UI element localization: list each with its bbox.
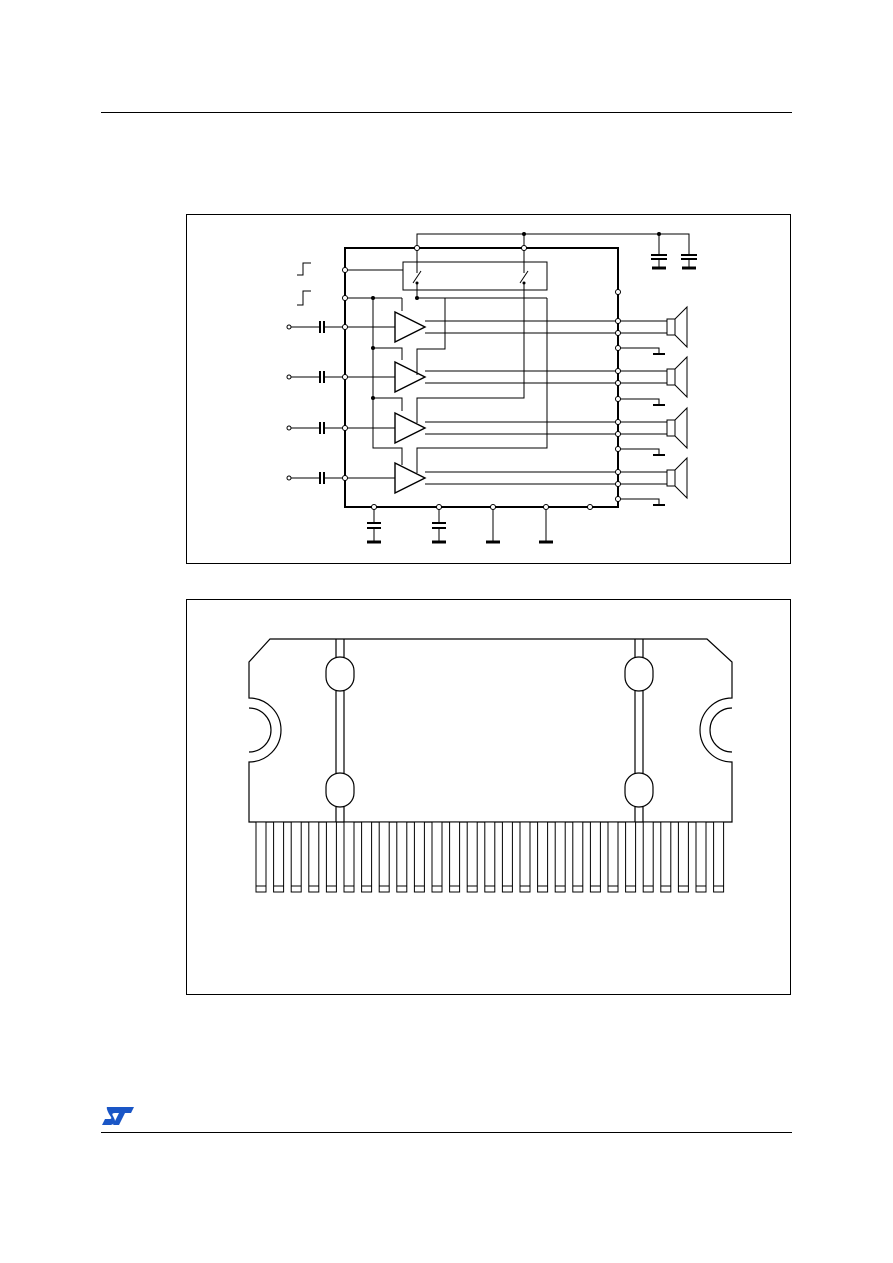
package-pin [554, 821, 566, 893]
left-slot [325, 639, 355, 822]
package-svg [248, 638, 733, 893]
supply-capacitor-2 [681, 248, 697, 270]
package-pin [273, 821, 285, 893]
input-3 [303, 422, 395, 434]
package-pin [677, 821, 689, 893]
switch-2 [519, 270, 529, 284]
input-2 [303, 371, 395, 383]
package-pin [413, 821, 425, 893]
st-logo-icon [101, 1105, 135, 1132]
block-diagram-figure [186, 214, 791, 564]
package-pin [625, 821, 637, 893]
package-pin [290, 821, 302, 893]
package-pin [325, 821, 337, 893]
footer-rule [101, 1132, 792, 1133]
package-body [248, 638, 733, 823]
package-pin [537, 821, 549, 893]
speaker-3 [666, 406, 688, 450]
package-pin [361, 821, 373, 893]
package-pin [396, 821, 408, 893]
package-pin [607, 821, 619, 893]
speaker-2 [666, 355, 688, 399]
left-notch-inner [248, 707, 272, 753]
mute-signal [297, 290, 311, 306]
supply-capacitor-1 [651, 248, 667, 270]
amplifier-1 [394, 310, 427, 344]
amplifier-2 [394, 360, 427, 394]
package-pin [501, 821, 513, 893]
package-pin [660, 821, 672, 893]
package-pin [589, 821, 601, 893]
package-pin [343, 821, 355, 893]
speaker-1 [666, 305, 688, 349]
package-pin [484, 821, 496, 893]
package-pin [572, 821, 584, 893]
ground-1 [486, 507, 500, 544]
bottom-capacitor-1 [367, 507, 381, 544]
header-rule [101, 112, 792, 113]
block-diagram-svg [286, 232, 697, 544]
package-pin [695, 821, 707, 893]
input-1 [303, 321, 395, 333]
right-slot [624, 639, 654, 822]
package-pin [255, 821, 267, 893]
switch-box [402, 261, 548, 291]
speaker-4 [666, 456, 688, 500]
package-pin [378, 821, 390, 893]
right-notch-inner [709, 707, 733, 753]
ground-2 [539, 507, 553, 544]
package-pin [713, 821, 725, 893]
package-pin [308, 821, 320, 893]
switch-1 [412, 270, 422, 284]
package-pin [466, 821, 478, 893]
amplifier-4 [394, 461, 427, 495]
standby-signal [297, 262, 311, 276]
package-pin [519, 821, 531, 893]
amplifier-3 [394, 411, 427, 445]
package-pin [642, 821, 654, 893]
package-pin [449, 821, 461, 893]
package-figure [186, 599, 791, 995]
input-4 [303, 472, 395, 484]
package-pins [255, 821, 725, 893]
package-pin [431, 821, 443, 893]
bottom-capacitor-2 [432, 507, 446, 544]
